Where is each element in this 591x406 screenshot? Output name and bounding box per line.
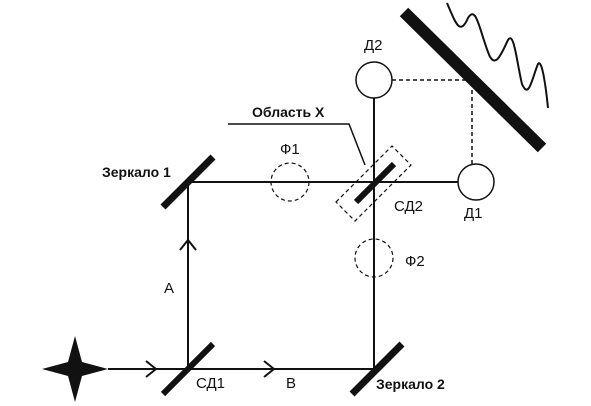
mirror-2 <box>349 341 405 397</box>
interference-pattern <box>446 2 549 109</box>
beam-splitter-2-label: СД2 <box>394 198 423 215</box>
path-a-label: A <box>164 280 174 297</box>
phase-shifter-1 <box>270 162 310 202</box>
detector-1-label: Д1 <box>464 205 483 222</box>
mirror-1 <box>160 154 216 210</box>
phase-shifter-2-label: Ф2 <box>405 253 425 270</box>
phase-shifter-2 <box>354 238 394 278</box>
beam-splitter-1-label: СД1 <box>196 375 225 392</box>
input-beam-arrow <box>145 360 158 378</box>
region-x-leader <box>228 123 366 166</box>
path-a-arrow <box>179 238 197 251</box>
phase-shifter-1-label: Ф1 <box>280 141 300 158</box>
detector-2-label: Д2 <box>364 37 383 54</box>
detector-1 <box>457 163 495 201</box>
detection-screen <box>399 7 547 153</box>
region-x-label: Область X <box>252 104 325 120</box>
detector-2 <box>355 61 393 99</box>
mirror-2-label: Зеркало 2 <box>376 376 445 392</box>
region-x-box <box>335 145 412 222</box>
beam-splitter-2 <box>353 161 397 205</box>
beam-splitter-1 <box>160 341 216 397</box>
mirror-1-label: Зеркало 1 <box>102 164 171 180</box>
path-b-arrow <box>263 360 276 378</box>
light-source-star-icon <box>42 336 108 402</box>
path-b-label: B <box>286 375 296 392</box>
